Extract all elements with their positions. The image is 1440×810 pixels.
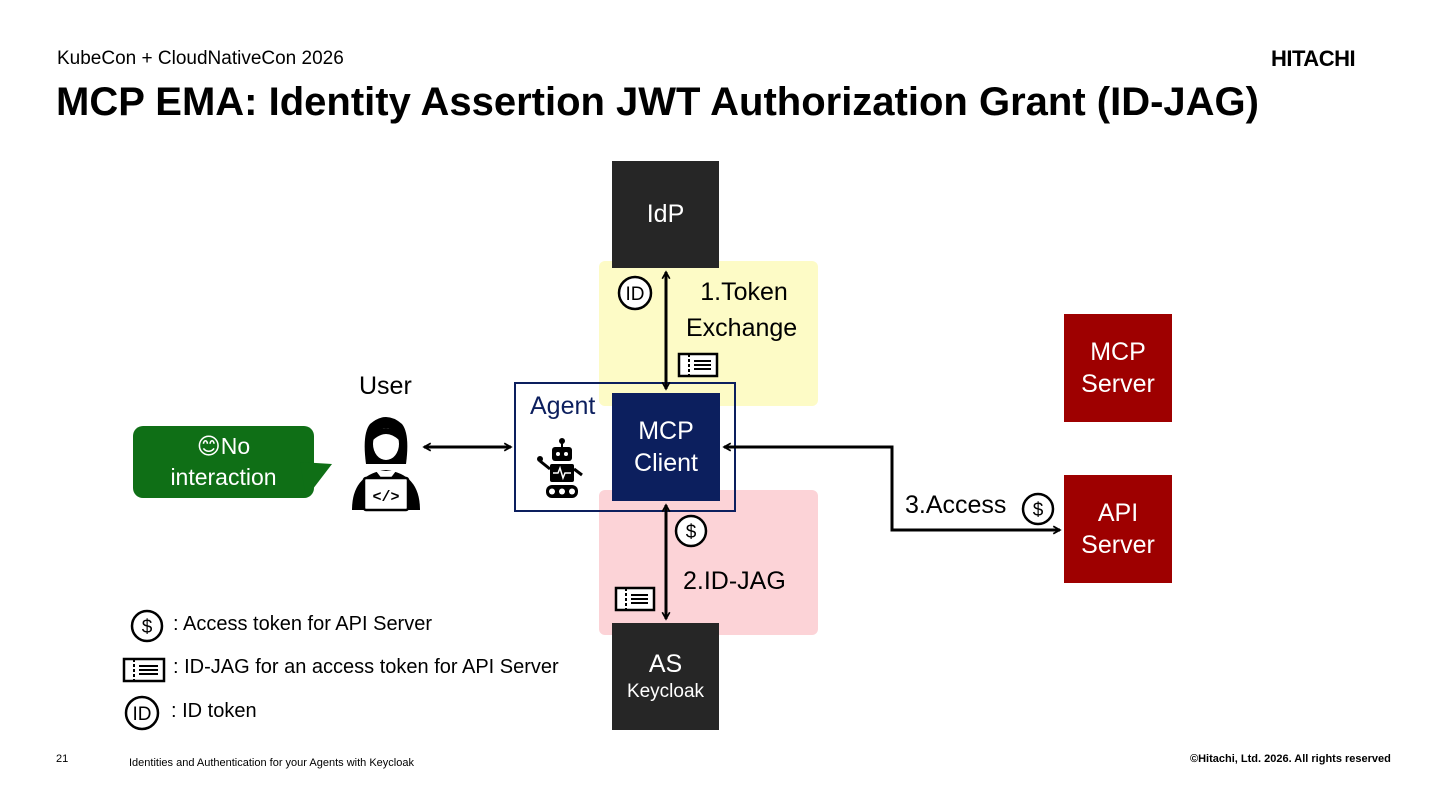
as-label: AS — [648, 649, 683, 678]
idp-label: IdP — [646, 200, 685, 229]
keycloak-label: Keycloak — [626, 681, 705, 703]
bubble-line1: No — [220, 433, 251, 459]
smile-emoji-icon: 😊 — [196, 433, 221, 459]
client-api-arrow — [724, 447, 1060, 530]
footer-subtitle: Identities and Authentication for your A… — [129, 757, 414, 769]
mcp-server-line1: MCP — [1090, 337, 1146, 366]
svg-text:$: $ — [686, 522, 697, 543]
agent-label: Agent — [530, 392, 596, 420]
page-title: MCP EMA: Identity Assertion JWT Authoriz… — [56, 80, 1259, 124]
event-name: KubeCon + CloudNativeCon 2026 — [57, 48, 344, 69]
id-jag-ticket-icon — [614, 586, 656, 612]
mcp-client-box: MCP Client — [612, 393, 720, 501]
token-exchange-line1: 1.Token — [700, 278, 788, 306]
page-number: 21 — [56, 753, 69, 765]
hitachi-logo: HITACHI — [1271, 46, 1356, 71]
legend-dollar-icon: $ — [130, 609, 164, 643]
api-server-line2: Server — [1081, 531, 1155, 559]
legend-id-jag: : ID-JAG for an access token for API Ser… — [173, 656, 559, 678]
mcp-server-line2: Server — [1081, 370, 1155, 398]
svg-text:ID: ID — [133, 704, 152, 725]
copyright: ©Hitachi, Ltd. 2026. All rights reserved — [1190, 753, 1391, 765]
svg-text:</>: </> — [372, 489, 399, 506]
id-token-icon: ID — [617, 275, 653, 311]
legend-id-icon: ID — [124, 695, 160, 731]
access-token-icon: $ — [1021, 492, 1055, 526]
svg-text:$: $ — [142, 617, 153, 638]
token-exchange-label: 1.Token — [698, 275, 790, 311]
user-icon: </> — [352, 417, 420, 512]
svg-text:$: $ — [1033, 500, 1044, 521]
idp-box: IdP — [612, 161, 719, 268]
no-interaction-bubble: 😊No interaction — [133, 426, 314, 498]
bubble-line2: interaction — [170, 464, 277, 491]
token-exchange-line2: Exchange — [686, 314, 798, 342]
access-token-icon: $ — [674, 514, 708, 548]
robot-icon — [537, 438, 583, 498]
id-jag-flow-label: 2.ID-JAG — [683, 567, 786, 595]
as-box: AS Keycloak — [612, 623, 719, 730]
api-server-line1: API — [1097, 498, 1139, 527]
legend-id-token: : ID token — [171, 700, 257, 722]
mcp-client-line1: MCP — [638, 416, 694, 445]
api-server-box: API Server — [1064, 475, 1172, 583]
legend-access-token: : Access token for API Server — [173, 613, 433, 635]
svg-text:ID: ID — [626, 284, 645, 305]
user-label: User — [359, 372, 412, 400]
mcp-client-line2: Client — [634, 449, 698, 477]
bubble-tail — [300, 462, 332, 498]
id-jag-ticket-icon — [677, 352, 719, 378]
legend-ticket-icon — [122, 657, 166, 683]
mcp-server-box: MCP Server — [1064, 314, 1172, 422]
